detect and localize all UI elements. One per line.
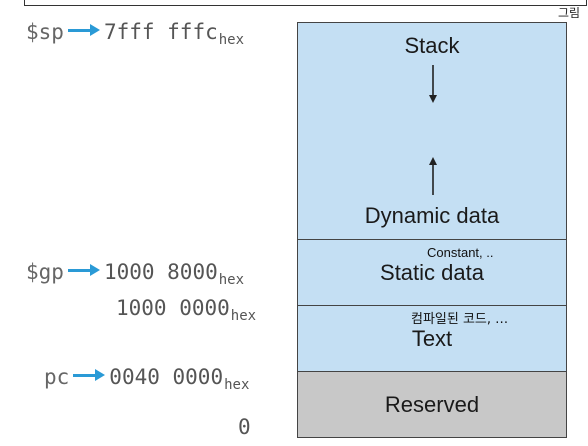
pc-value: 0040 0000	[109, 365, 224, 389]
dynamic-data-label: Dynamic data	[364, 203, 500, 228]
gp-address-label: $gp 1000 8000hex	[26, 260, 245, 288]
gp-suffix: hex	[218, 272, 245, 288]
gp-arrow-icon	[67, 264, 100, 276]
gp-value: 1000 8000	[103, 260, 218, 284]
gp-register: $gp	[26, 260, 64, 284]
stack-dynamic-segment: Stack Dynamic data	[297, 22, 567, 240]
top-frame-border	[24, 0, 587, 6]
sp-register: $sp	[26, 20, 64, 44]
text-segment: 컴파일된 코드, … Text	[297, 305, 567, 372]
pc-address-label: pc 0040 0000hex	[44, 365, 250, 393]
text-label: Text	[411, 326, 453, 351]
static-data-label: Static data	[380, 260, 484, 285]
reserved-label: Reserved	[384, 392, 480, 417]
reserved-segment: Reserved	[297, 371, 567, 438]
up-arrow-icon	[428, 155, 437, 195]
pc-arrow-icon	[73, 369, 106, 381]
static-data-segment: Constant, .. Static data	[297, 239, 567, 306]
static-note: Constant, ..	[427, 245, 494, 260]
text-start-suffix: hex	[230, 308, 257, 324]
pc-register: pc	[44, 365, 70, 389]
zero-address-label: 0	[238, 415, 251, 439]
pc-suffix: hex	[224, 377, 250, 393]
text-start-value: 1000 0000	[116, 296, 230, 320]
down-arrow-icon	[428, 65, 437, 125]
text-note: 컴파일된 코드, …	[411, 312, 509, 327]
sp-value: 7fff fffc	[103, 20, 218, 44]
sp-arrow-icon	[67, 24, 100, 36]
sp-suffix: hex	[218, 32, 245, 48]
corner-note: 그림	[558, 6, 581, 20]
sp-address-label: $sp 7fff fffchex	[26, 20, 245, 48]
text-start-address-label: 1000 0000hex	[116, 296, 257, 324]
stack-label: Stack	[404, 33, 460, 58]
